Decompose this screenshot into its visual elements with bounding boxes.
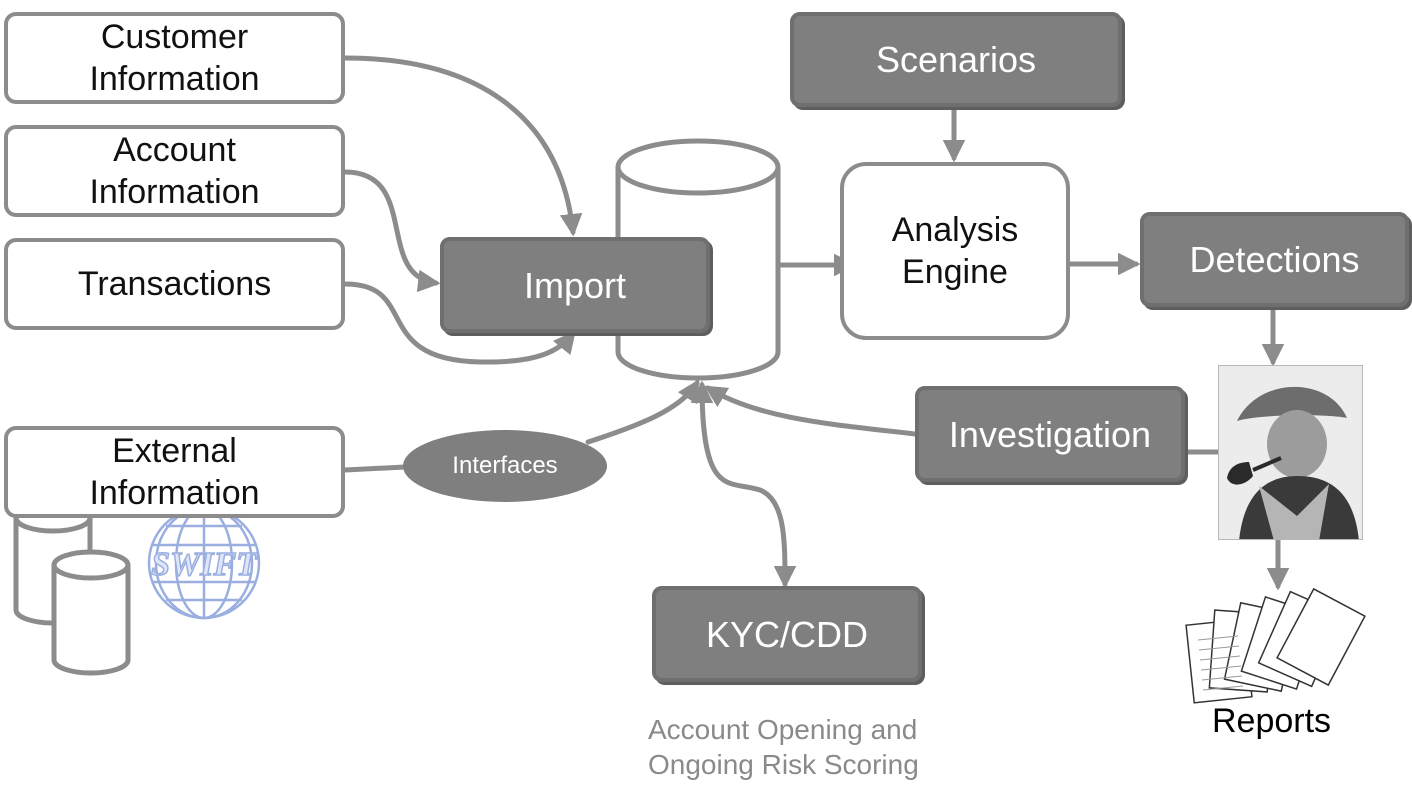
- scenarios-box: Scenarios: [790, 12, 1122, 107]
- import-box: Import: [440, 237, 710, 333]
- transactions-box: Transactions: [4, 238, 345, 330]
- reports-stack-icon: [1185, 587, 1366, 704]
- detections-box: Detections: [1140, 212, 1409, 307]
- investigation-box: Investigation: [915, 386, 1185, 482]
- interfaces-oval: Interfaces: [403, 430, 607, 502]
- connector-investigation-to-database: [704, 385, 918, 437]
- account-information-label: Account Information: [89, 130, 260, 212]
- analysis-engine-label: Analysis Engine: [891, 210, 1019, 292]
- connector-account-to-import: [342, 169, 441, 293]
- scenarios-label: Scenarios: [875, 39, 1037, 80]
- detections-label: Detections: [1189, 239, 1360, 280]
- external-information-box: External Information: [4, 426, 345, 518]
- connector-customer-to-import: [342, 55, 583, 237]
- external-database-icon: [13, 502, 131, 676]
- investigation-label: Investigation: [948, 413, 1152, 455]
- connector-database-kyc: [690, 380, 797, 589]
- detective-photo: [1218, 365, 1363, 540]
- interfaces-label: Interfaces: [452, 452, 558, 479]
- analysis-engine-box: Analysis Engine: [840, 162, 1070, 340]
- kyc-cdd-label: KYC/CDD: [705, 613, 869, 655]
- reports-label: Reports: [1212, 702, 1332, 740]
- kyc-cdd-box: KYC/CDD: [652, 586, 922, 682]
- customer-information-box: Customer Information: [4, 12, 345, 104]
- connector-external-to-interfaces: [342, 464, 408, 473]
- customer-information-label: Customer Information: [89, 17, 260, 99]
- swift-logo-icon: SWIFT: [147, 506, 261, 620]
- external-information-label: External Information: [89, 431, 260, 513]
- kyc-note-caption: Account Opening and Ongoing Risk Scoring: [648, 714, 919, 780]
- transactions-label: Transactions: [77, 264, 272, 303]
- swift-logo-text: SWIFT: [151, 546, 258, 583]
- account-information-box: Account Information: [4, 125, 345, 217]
- connector-transactions-to-import: [342, 281, 576, 365]
- connector-interfaces-to-database: [585, 379, 700, 445]
- import-label: Import: [523, 264, 627, 306]
